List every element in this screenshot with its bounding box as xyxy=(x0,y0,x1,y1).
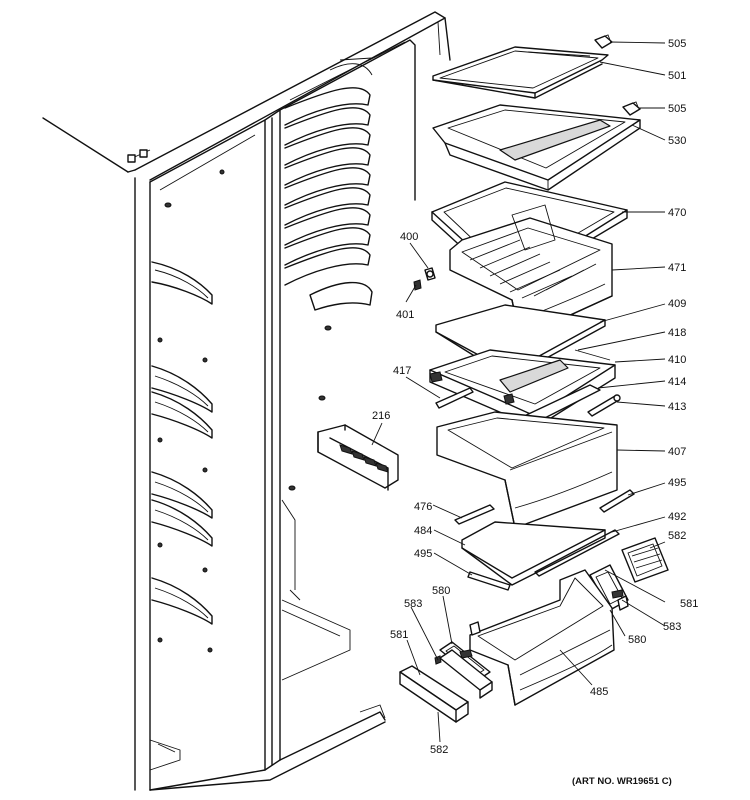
part-labels: 505 501 505 530 470 400 471 401 409 418 … xyxy=(372,38,698,756)
part-495-rail-lower xyxy=(467,571,511,591)
label-216: 216 xyxy=(372,410,390,422)
part-530-shelf-frame xyxy=(432,104,641,191)
leader-lines xyxy=(371,41,666,743)
label-413: 413 xyxy=(668,401,686,413)
refrigerator-cabinet xyxy=(42,11,451,791)
label-417: 417 xyxy=(393,365,411,377)
label-495-upper: 495 xyxy=(668,477,686,489)
part-216-bin xyxy=(317,424,399,491)
part-485-drawer xyxy=(469,569,615,706)
label-410: 410 xyxy=(668,354,686,366)
label-583-left: 583 xyxy=(404,598,422,610)
part-495-rail-upper xyxy=(599,489,635,513)
label-582-left: 582 xyxy=(430,744,448,756)
part-418-seal xyxy=(574,349,611,361)
label-580-left: 580 xyxy=(432,585,450,597)
label-583-right: 583 xyxy=(663,621,681,633)
part-413-rod xyxy=(587,394,621,417)
part-505-clip-top xyxy=(594,34,613,49)
label-401: 401 xyxy=(396,309,414,321)
label-470: 470 xyxy=(668,207,686,219)
label-485: 485 xyxy=(590,686,608,698)
part-484-cover xyxy=(461,521,606,586)
label-484: 484 xyxy=(414,525,432,537)
label-495-lower: 495 xyxy=(414,548,432,560)
label-418: 418 xyxy=(668,327,686,339)
label-471: 471 xyxy=(668,262,686,274)
part-582-filter-left xyxy=(399,665,469,723)
part-583-slide-right xyxy=(611,589,629,611)
part-582-filter-right xyxy=(621,537,669,583)
part-471-pan xyxy=(449,204,613,339)
label-581-left: 581 xyxy=(390,629,408,641)
label-581-right: 581 xyxy=(680,598,698,610)
label-580-right: 580 xyxy=(628,634,646,646)
label-409: 409 xyxy=(668,298,686,310)
label-407: 407 xyxy=(668,446,686,458)
label-501: 501 xyxy=(668,70,686,82)
part-476-rail xyxy=(454,504,495,525)
label-476: 476 xyxy=(414,501,432,513)
label-582-right: 582 xyxy=(668,530,686,542)
part-505-clip-lower xyxy=(622,101,641,116)
label-400: 400 xyxy=(400,231,418,243)
label-492: 492 xyxy=(668,511,686,523)
part-407-crisper-pan xyxy=(436,411,618,529)
label-414: 414 xyxy=(668,376,686,388)
part-400-401-clips xyxy=(413,267,436,291)
part-501-glass-shelf xyxy=(432,46,609,99)
part-417-rod xyxy=(435,387,474,409)
label-505-lower: 505 xyxy=(668,103,686,115)
art-number: (ART NO. WR19651 C) xyxy=(572,776,672,787)
label-530: 530 xyxy=(668,135,686,147)
label-505-top: 505 xyxy=(668,38,686,50)
part-581-damper-left xyxy=(439,649,493,699)
